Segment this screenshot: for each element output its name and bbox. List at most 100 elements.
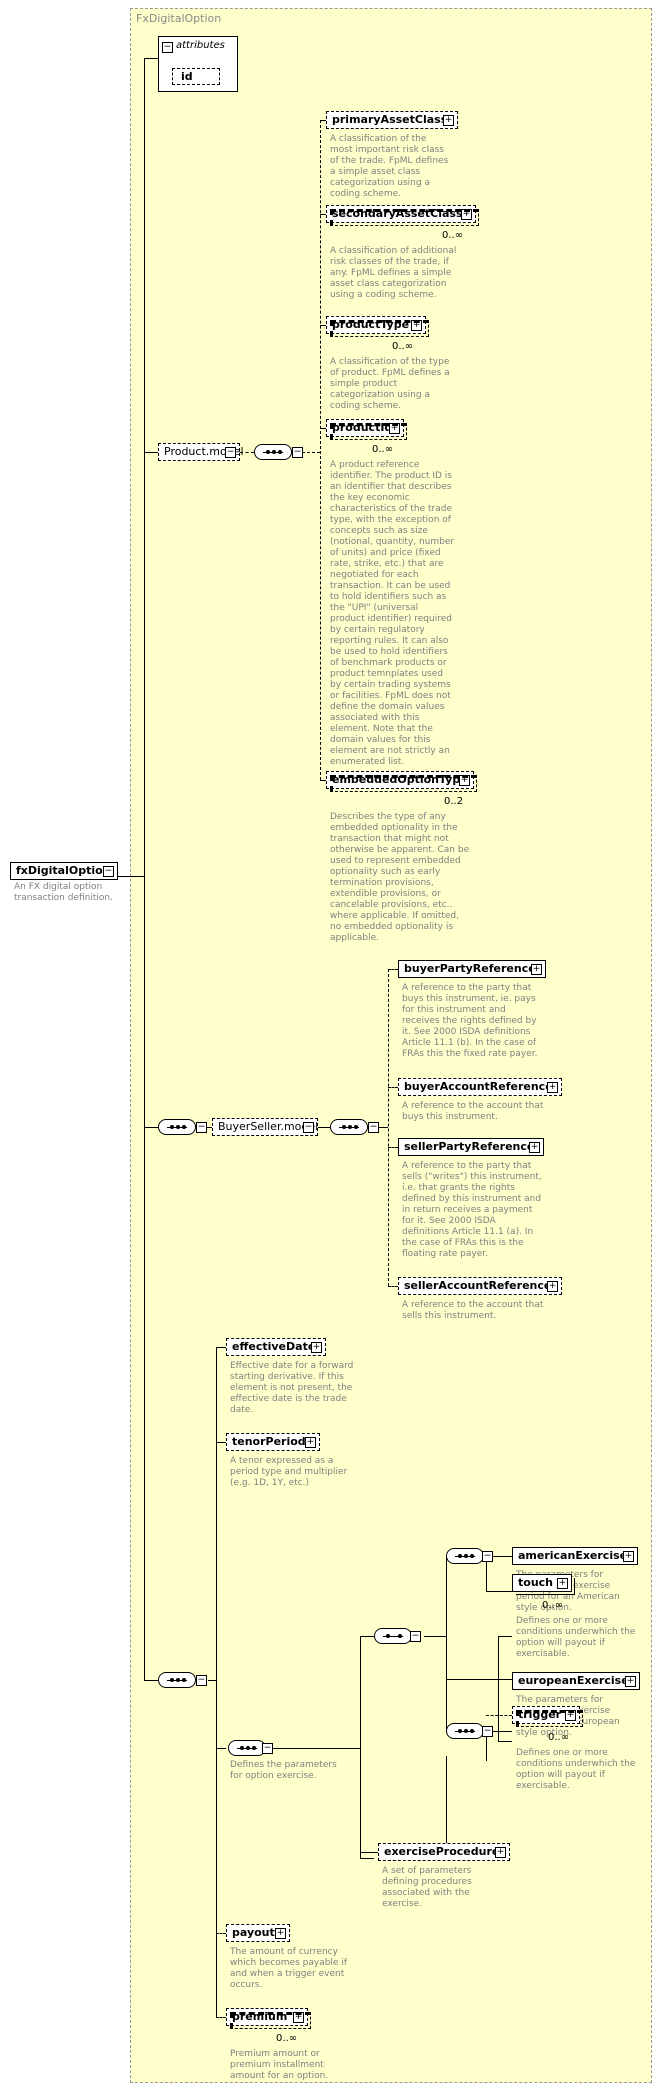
expand-icon[interactable]: + (461, 209, 472, 220)
seller-account-reference-element[interactable]: sellerAccountReference+ (398, 1277, 562, 1295)
attribute-id[interactable]: id (172, 68, 220, 85)
payout-element[interactable]: payout+ (226, 1924, 290, 1942)
collapse-icon[interactable]: − (196, 1675, 207, 1686)
connector (118, 876, 144, 877)
connector (216, 2017, 226, 2018)
connector (320, 780, 326, 781)
connector (498, 1741, 512, 1742)
connector (240, 452, 254, 453)
sequence-compositor-icon (158, 1672, 196, 1688)
connector (144, 58, 145, 1680)
element-description: Defines one or more conditions underwhic… (516, 1748, 636, 1791)
collapse-icon[interactable]: − (368, 1122, 379, 1133)
element-label: trigger (518, 1708, 562, 1721)
buyer-seller-model-group[interactable]: BuyerSeller.model− (212, 1118, 318, 1136)
product-model-group[interactable]: Product.model− (158, 443, 244, 461)
expand-icon[interactable]: + (495, 1847, 506, 1858)
expand-icon[interactable]: + (411, 320, 422, 331)
element-label: secondaryAssetClass (332, 207, 463, 220)
expand-icon[interactable]: + (529, 1142, 540, 1153)
connector (216, 1933, 226, 1934)
root-description: An FX digital option transaction definit… (14, 882, 113, 903)
connector (216, 1347, 217, 2017)
complex-type-title: FxDigitalOption (136, 12, 222, 25)
buyer-party-reference-element[interactable]: buyerPartyReference+ (398, 960, 546, 978)
connector (360, 1636, 374, 1637)
sequence-compositor-icon (228, 1740, 266, 1756)
sequence-compositor-icon (330, 1119, 368, 1135)
collapse-icon[interactable]: − (292, 447, 303, 458)
element-description: A classification of additional risk clas… (330, 246, 457, 300)
element-description: Defines one or more conditions underwhic… (516, 1616, 636, 1659)
seller-party-reference-element[interactable]: sellerPartyReference+ (398, 1138, 544, 1156)
element-description: A classification of the most important r… (330, 134, 449, 199)
effective-date-element[interactable]: effectiveDate+ (226, 1338, 326, 1356)
cardinality: 0..∞ (542, 1600, 564, 1611)
expand-icon[interactable]: + (311, 1342, 322, 1353)
connector (388, 1087, 398, 1088)
premium-element[interactable]: premium+ (226, 2008, 311, 2029)
element-description: A reference to the party that buys this … (402, 983, 538, 1059)
element-label: sellerAccountReference (404, 1279, 552, 1292)
american-exercise-element[interactable]: americanExercise+ (512, 1547, 638, 1565)
element-label: europeanExercise (518, 1674, 629, 1687)
product-type-element[interactable]: productType+ (326, 316, 429, 337)
connector (144, 452, 158, 453)
exercise-procedure-element[interactable]: exerciseProcedure+ (378, 1843, 510, 1861)
expand-icon[interactable]: + (565, 1710, 576, 1721)
element-description: The amount of currency which becomes pay… (230, 1947, 347, 1990)
product-id-element[interactable]: productId+ (326, 419, 407, 440)
sequence-compositor-icon (446, 1723, 484, 1739)
collapse-icon[interactable]: − (482, 1551, 493, 1562)
buyer-account-reference-element[interactable]: buyerAccountReference+ (398, 1078, 562, 1096)
connector (388, 969, 389, 1286)
collapse-icon[interactable]: − (196, 1122, 207, 1133)
cardinality: 0..∞ (442, 230, 464, 241)
connector (320, 325, 326, 326)
expand-icon[interactable]: + (275, 1928, 286, 1939)
expand-icon[interactable]: + (557, 1578, 568, 1589)
exercise-group-description: Defines the parameters for option exerci… (230, 1760, 337, 1781)
expand-icon[interactable]: + (293, 2012, 304, 2023)
embedded-option-type-element[interactable]: embeddedOptionType+ (326, 771, 477, 792)
expand-icon[interactable]: + (389, 423, 400, 434)
connector (320, 120, 321, 780)
connector (360, 1852, 378, 1853)
connector (270, 1748, 360, 1749)
expand-icon[interactable]: + (547, 1082, 558, 1093)
european-exercise-element[interactable]: europeanExercise+ (512, 1672, 640, 1690)
connector (216, 1347, 226, 1348)
element-label: productId (332, 421, 393, 434)
expand-icon[interactable]: + (305, 1437, 316, 1448)
expand-icon[interactable]: + (531, 964, 542, 975)
expand-icon[interactable]: + (625, 1676, 636, 1687)
element-label: productType (332, 318, 410, 331)
collapse-icon[interactable]: − (103, 866, 114, 877)
collapse-icon[interactable]: − (162, 42, 173, 53)
expand-icon[interactable]: + (623, 1551, 634, 1562)
collapse-icon[interactable]: − (482, 1726, 493, 1737)
cardinality: 0..∞ (372, 444, 394, 455)
choice-compositor-icon (374, 1628, 412, 1644)
connector (446, 1756, 447, 1858)
tenor-period-element[interactable]: tenorPeriod+ (226, 1433, 320, 1451)
connector (144, 1680, 158, 1681)
touch-element[interactable]: touch+ (512, 1574, 575, 1595)
element-label: exerciseProcedure (384, 1845, 500, 1858)
root-element[interactable]: fxDigitalOption− (10, 862, 118, 880)
trigger-element[interactable]: trigger+ (512, 1706, 583, 1727)
connector (388, 1147, 398, 1148)
collapse-icon[interactable]: − (262, 1743, 273, 1754)
secondary-asset-class-element[interactable]: secondaryAssetClass+ (326, 205, 479, 226)
expand-icon[interactable]: + (459, 775, 470, 786)
collapse-icon[interactable]: − (303, 1122, 314, 1133)
collapse-icon[interactable]: − (410, 1631, 421, 1642)
element-label: buyerPartyReference (404, 962, 536, 975)
expand-icon[interactable]: + (547, 1281, 558, 1292)
primary-asset-class-element[interactable]: primaryAssetClass+ (326, 111, 458, 129)
connector (446, 1556, 447, 1731)
connector (144, 58, 158, 59)
collapse-icon[interactable]: − (225, 447, 236, 458)
expand-icon[interactable]: + (443, 115, 454, 126)
element-label: embeddedOptionType (332, 773, 468, 786)
